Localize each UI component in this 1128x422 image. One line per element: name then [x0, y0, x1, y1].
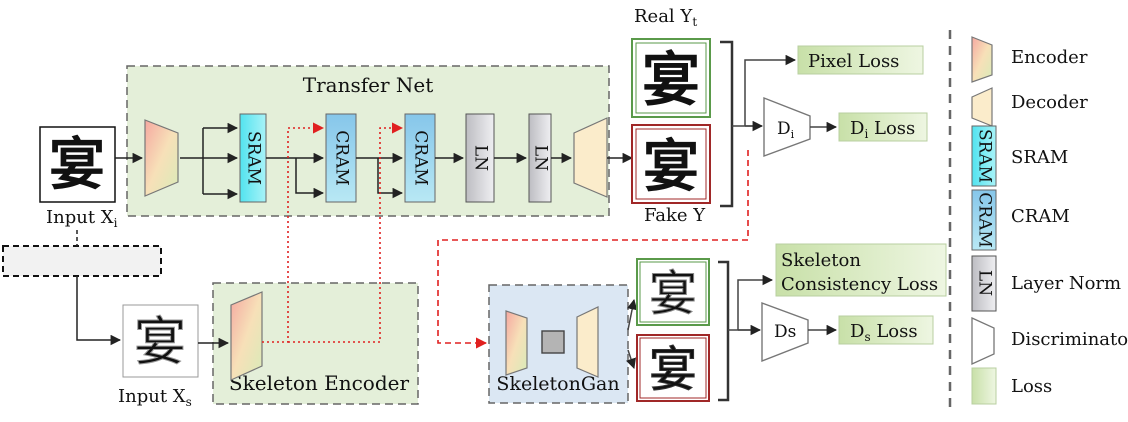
- discriminator-s: [761, 301, 809, 363]
- ln-label-1: LN: [471, 145, 491, 171]
- skeleton-fake-frame: [636, 334, 710, 402]
- input-xi-label: Input Xi: [46, 207, 118, 230]
- input-xs-image: [122, 304, 199, 378]
- sram-block: [239, 113, 267, 203]
- real-fake-bracket: [720, 40, 734, 208]
- encoder-block: [144, 119, 179, 197]
- discriminator-i-label: Di: [777, 119, 795, 141]
- skeleton-gan-latent: [541, 330, 565, 354]
- skeletionization-box: [2, 245, 162, 277]
- ln-label-2: LN: [531, 145, 551, 171]
- legend-encoder-label: Encoder: [1011, 47, 1088, 68]
- input-xs-glyph: 宴: [134, 313, 186, 373]
- decoder-block: [573, 117, 608, 198]
- cram-label-2: CRAM: [411, 130, 431, 186]
- skeleton-bracket: [718, 260, 730, 402]
- ds-loss-label: Ds Loss: [850, 321, 918, 344]
- skeleton-gan-output-connectors: [626, 298, 638, 369]
- input-xi-glyph: 宴: [49, 132, 105, 198]
- legend-ln-glyph: LN: [975, 270, 995, 296]
- real-image-frame: [631, 38, 711, 118]
- cram-label-1: CRAM: [332, 130, 352, 186]
- input-xi-image: [39, 126, 116, 203]
- skeleton-path-connectors: [76, 230, 230, 349]
- skeleton-gan-decoder: [576, 306, 599, 378]
- di-loss-box: [838, 112, 928, 142]
- cram-block-1: [325, 113, 357, 203]
- skeleton-output-connectors: [728, 274, 774, 336]
- fake-label: Fake Y: [644, 205, 706, 226]
- skeleton-encoder-title: Skeleton Encoder: [229, 371, 410, 395]
- input-xs-label: Input Xs: [118, 386, 192, 409]
- ds-loss-box: [838, 315, 934, 345]
- legend-loss-swatch: [971, 367, 997, 405]
- skeleton-real-glyph: 宴: [649, 266, 697, 322]
- skeleton-consistency-loss-line2: Consistency Loss: [781, 274, 938, 295]
- fake-image-frame: [631, 124, 711, 204]
- legend-ln-label: Layer Norm: [1011, 273, 1121, 294]
- skeleton-gan-title: SkeletonGan: [496, 373, 619, 395]
- legend-loss-label: Loss: [1011, 376, 1052, 397]
- real-image-glyph: 宴: [642, 46, 700, 114]
- real-fake-connectors: [732, 54, 797, 132]
- legend-sram-label: SRAM: [1011, 147, 1068, 168]
- legend-ln-swatch: [971, 255, 997, 312]
- legend-decoder-swatch: [971, 87, 993, 127]
- skeleton-fake-glyph: 宴: [649, 342, 697, 398]
- legend-cram-label: CRAM: [1011, 206, 1070, 227]
- discriminator-i: [763, 96, 811, 158]
- ln-block-1: [465, 113, 495, 203]
- pixel-loss-label: Pixel Loss: [808, 51, 899, 72]
- legend-decoder-label: Decoder: [1011, 92, 1088, 113]
- sram-label: SRAM: [244, 131, 264, 185]
- legend-discriminator-label: Discriminator: [1011, 329, 1128, 350]
- legend-cram-swatch: [971, 189, 997, 251]
- transfer-net-connectors: [115, 122, 634, 200]
- legend: Encoder Decoder SRAM SRAM CRAM CRAM LN L…: [971, 36, 1128, 405]
- di-loss-label: Di Loss: [850, 118, 915, 141]
- skeleton-real-frame: [636, 258, 710, 326]
- discriminator-s-label: Ds: [774, 322, 796, 342]
- skeleton-encoder-block: [230, 291, 263, 381]
- legend-sram-glyph: SRAM: [975, 129, 995, 183]
- skeleton-gan-encoder: [505, 310, 528, 376]
- fake-to-skeletongan-connector: [437, 150, 749, 349]
- transfer-net-title: Transfer Net: [303, 73, 434, 97]
- legend-discriminator-swatch: [971, 316, 995, 366]
- legend-cram-glyph: CRAM: [975, 192, 995, 248]
- legend-sram-swatch: [971, 125, 997, 187]
- legend-encoder-swatch: [971, 36, 993, 83]
- fake-image-glyph: 宴: [643, 134, 699, 200]
- skeleton-consistency-loss-box: [775, 243, 947, 297]
- skeleton-feature-connectors: [262, 122, 404, 343]
- skeleton-consistency-loss-line1: Skeleton: [781, 250, 861, 271]
- real-label: Real Yt: [634, 6, 697, 29]
- cram-block-2: [404, 113, 436, 203]
- pixel-loss-box: [797, 45, 924, 75]
